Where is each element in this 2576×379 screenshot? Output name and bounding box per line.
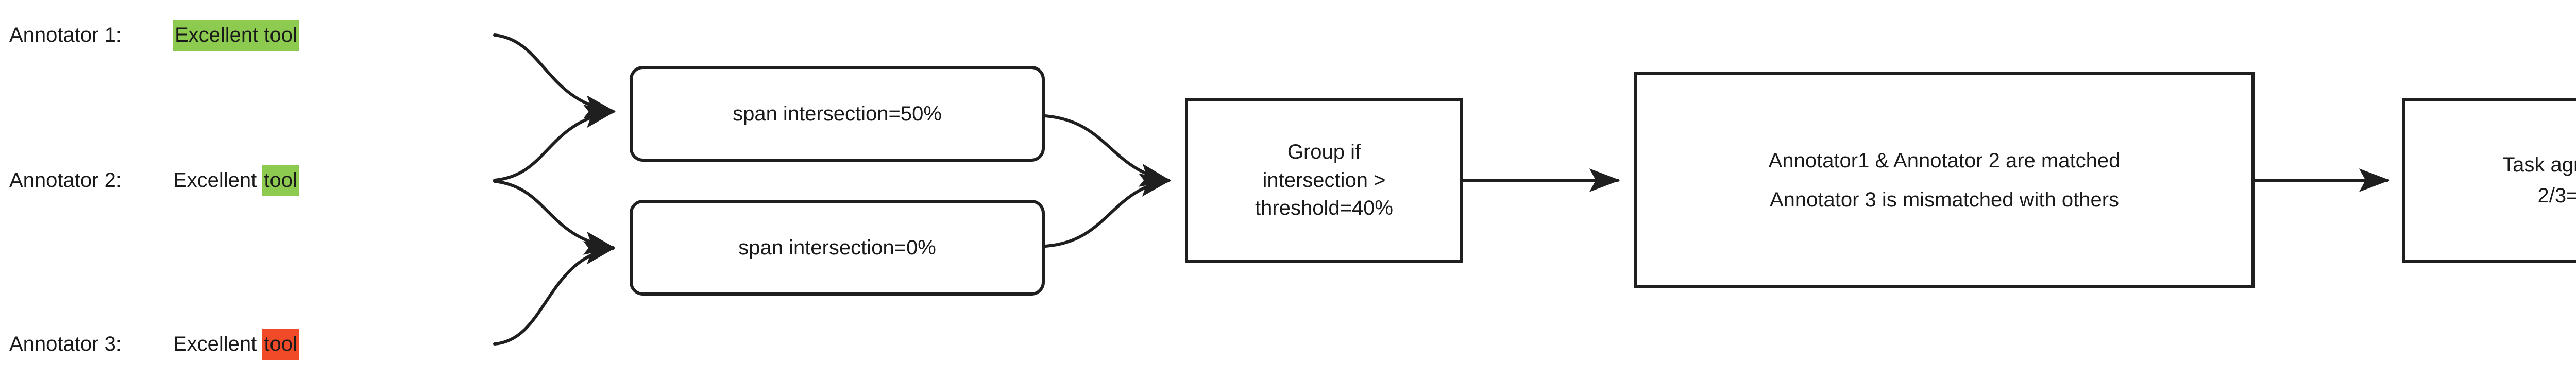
node-span-intersection-0-label: span intersection=0% xyxy=(738,236,936,259)
annotator-row-2: Annotator 2: Excellent tool xyxy=(9,165,299,196)
edge-span0-to-group xyxy=(1043,173,1171,248)
annotated-span-tool: tool xyxy=(262,165,299,196)
node-group-rule[interactable]: Group if intersection > threshold=40% xyxy=(1185,98,1463,263)
edge-annotator2-to-span0 xyxy=(493,180,616,255)
edge-annotator3-to-span0 xyxy=(493,241,616,346)
match-result-line-1: Annotator1 & Annotator 2 are matched xyxy=(1768,149,2121,172)
annotator-label-1: Annotator 1: xyxy=(9,24,122,46)
group-rule-line-2: intersection > xyxy=(1262,168,1386,192)
group-rule-line-3: threshold=40% xyxy=(1255,197,1393,220)
edge-annotator2-to-span50 xyxy=(493,105,616,182)
node-span-intersection-50[interactable]: span intersection=50% xyxy=(630,66,1045,162)
node-span-intersection-0[interactable]: span intersection=0% xyxy=(630,200,1045,296)
unannotated-span-excellent: Excellent xyxy=(173,333,263,355)
node-task-agreement[interactable]: Task agreement: 2/3=67% xyxy=(2402,98,2576,263)
annotator-text-3: Excellent tool xyxy=(173,329,299,360)
annotator-label-3: Annotator 3: xyxy=(9,333,122,355)
edge-annotator1-to-span50 xyxy=(493,33,616,119)
node-match-result[interactable]: Annotator1 & Annotator 2 are matched Ann… xyxy=(1634,72,2255,288)
node-match-result-label: Annotator1 & Annotator 2 are matched Ann… xyxy=(1764,141,2126,219)
annotated-span-tool-mismatch: tool xyxy=(262,329,299,360)
annotator-label-2: Annotator 2: xyxy=(9,169,122,192)
node-task-agreement-label: Task agreement: 2/3=67% xyxy=(2497,149,2576,211)
node-span-intersection-50-label: span intersection=50% xyxy=(733,102,942,125)
annotator-row-1: Annotator 1: Excellent tool xyxy=(9,20,299,51)
annotated-span-excellent-tool: Excellent tool xyxy=(173,20,299,51)
unannotated-span-excellent: Excellent xyxy=(173,169,263,192)
annotator-text-2: Excellent tool xyxy=(173,165,299,196)
task-agreement-line-2: 2/3=67% xyxy=(2537,184,2576,207)
group-rule-line-1: Group if xyxy=(1287,141,1361,164)
match-result-line-2: Annotator 3 is mismatched with others xyxy=(1769,188,2120,211)
task-agreement-line-1: Task agreement: xyxy=(2502,153,2576,176)
node-group-rule-label: Group if intersection > threshold=40% xyxy=(1250,138,1398,222)
edge-span50-to-group xyxy=(1043,114,1171,187)
annotator-row-3: Annotator 3: Excellent tool xyxy=(9,329,299,360)
annotator-text-1: Excellent tool xyxy=(173,20,299,51)
